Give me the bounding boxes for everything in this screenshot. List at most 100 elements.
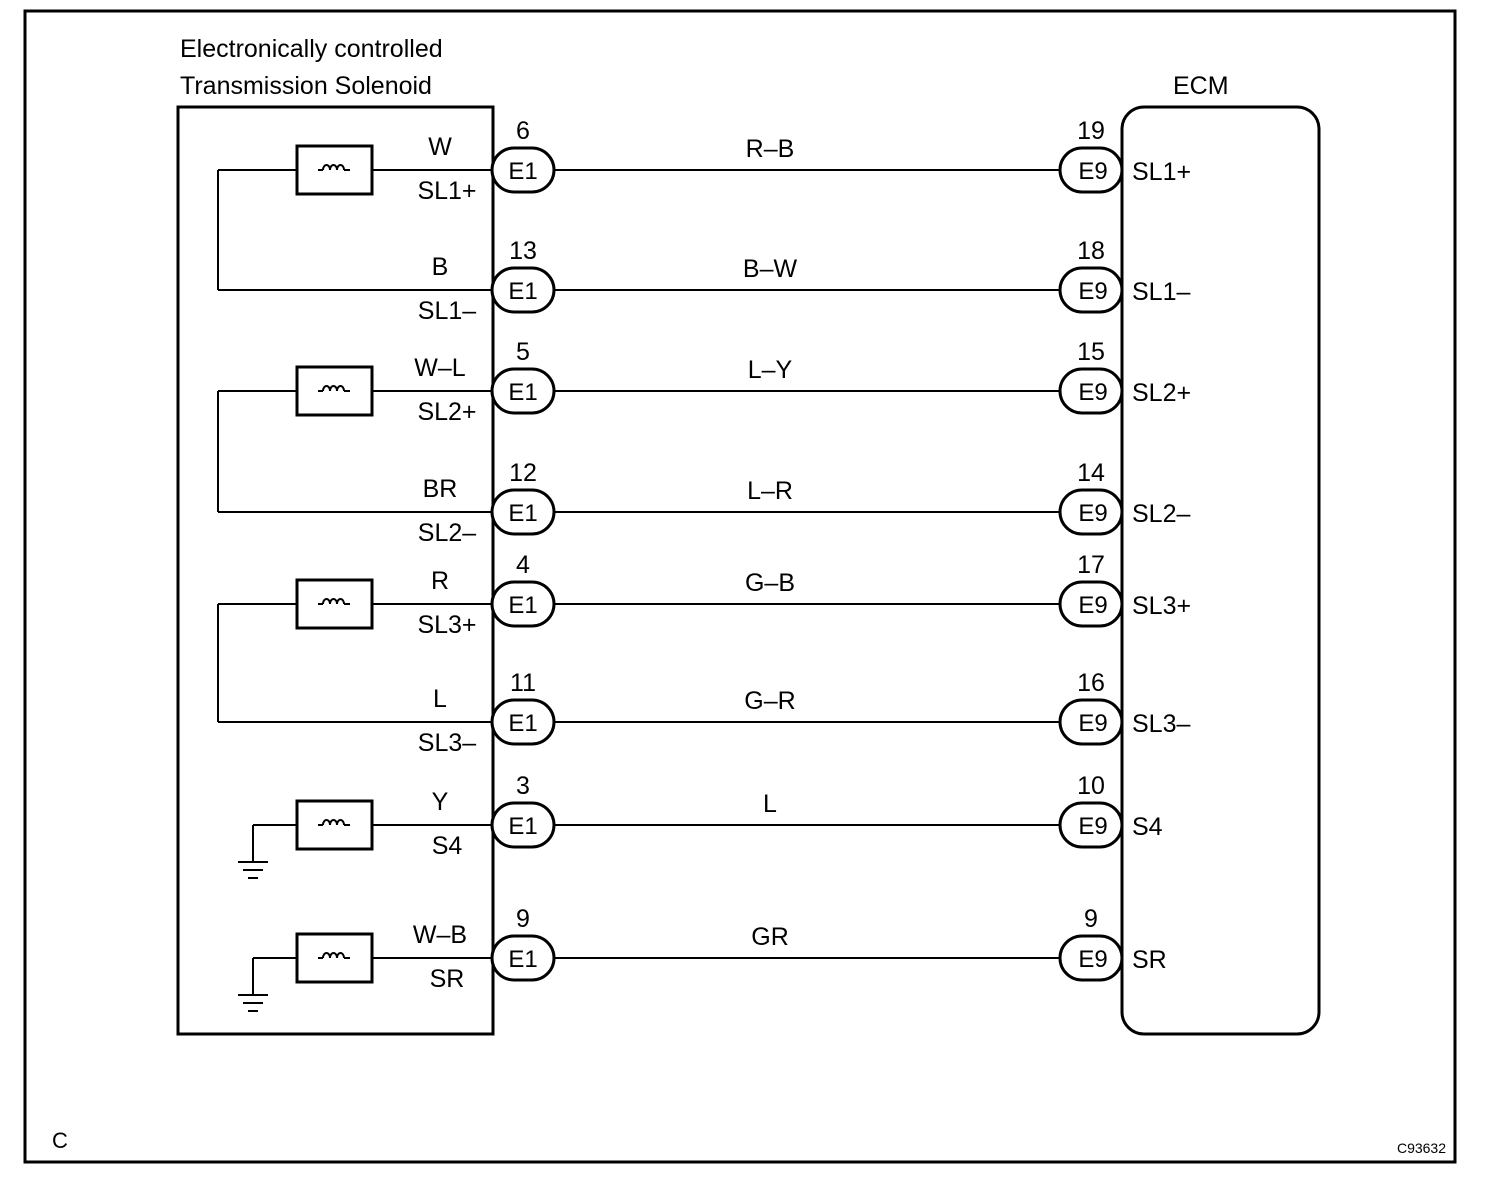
solenoid-signal-label: SL2–: [418, 519, 476, 547]
coil-winding-icon: [318, 819, 350, 826]
ecm-signal-label: SL1–: [1132, 278, 1190, 306]
solenoid-signal-label: SL1+: [417, 177, 476, 205]
connector-e9: [1058, 146, 1124, 194]
ecm-signal-label: SR: [1132, 946, 1167, 974]
pin-number-right: 16: [1077, 669, 1105, 697]
pin-number-right: 19: [1077, 117, 1105, 145]
coil-winding-icon: [318, 598, 350, 605]
connector-e9-label: E9: [1078, 500, 1107, 527]
harness-color-label: G–R: [744, 687, 795, 715]
wire-color-label: BR: [423, 475, 458, 503]
solenoid-coil: [295, 144, 374, 196]
solenoid-signal-label: SL3–: [418, 729, 476, 757]
connector-e1: [490, 367, 556, 415]
outer-frame: [23, 9, 1457, 1164]
connector-e1: [490, 934, 556, 982]
connector-e9: [1058, 698, 1124, 746]
pin-number-left: 5: [516, 338, 530, 366]
connector-e1-label: E1: [508, 946, 537, 973]
solenoid-coil: [295, 799, 374, 851]
ecm-signal-label: SL2–: [1132, 500, 1190, 528]
pin-number-right: 10: [1077, 772, 1105, 800]
coil-winding-icon: [318, 164, 350, 171]
pin-number-left: 4: [516, 551, 530, 579]
pin-number-left: 13: [509, 237, 537, 265]
connector-e9-label: E9: [1078, 592, 1107, 619]
connector-e9-label: E9: [1078, 379, 1107, 406]
connector-e9-label: E9: [1078, 278, 1107, 305]
wire-color-label: R: [431, 567, 449, 595]
solenoid-signal-label: SL2+: [417, 398, 476, 426]
ecm-signal-label: SL3+: [1132, 592, 1191, 620]
coil-winding-icon: [318, 952, 350, 959]
ecm-signal-label: SL2+: [1132, 379, 1191, 407]
pin-number-right: 9: [1084, 905, 1098, 933]
connector-e1-label: E1: [508, 278, 537, 305]
harness-color-label: GR: [751, 923, 789, 951]
connector-e1-label: E1: [508, 500, 537, 527]
wire-color-label: L: [433, 685, 447, 713]
connector-e9-label: E9: [1078, 710, 1107, 737]
solenoid-signal-label: S4: [432, 832, 463, 860]
ecm-title: ECM: [1173, 72, 1229, 100]
connector-e9-label: E9: [1078, 946, 1107, 973]
connector-e1-label: E1: [508, 710, 537, 737]
pin-number-right: 14: [1077, 459, 1105, 487]
connector-e1: [490, 698, 556, 746]
connector-e1-label: E1: [508, 813, 537, 840]
figure-code: C93632: [1397, 1140, 1446, 1156]
solenoid-coil: [295, 578, 374, 630]
corner-letter: C: [52, 1128, 68, 1153]
solenoid-signal-label: SL1–: [418, 297, 476, 325]
harness-color-label: L–Y: [748, 356, 793, 384]
pin-number-right: 15: [1077, 338, 1105, 366]
connector-e9-label: E9: [1078, 813, 1107, 840]
harness-color-label: L: [763, 790, 777, 818]
connector-e9: [1058, 801, 1124, 849]
wire-color-label: W: [428, 133, 452, 161]
solenoid-coil: [295, 365, 374, 417]
connector-e9: [1058, 266, 1124, 314]
connector-e1-label: E1: [508, 379, 537, 406]
connector-e1: [490, 266, 556, 314]
harness-color-label: L–R: [747, 477, 793, 505]
connector-e9: [1058, 488, 1124, 536]
connector-e1-label: E1: [508, 158, 537, 185]
solenoid-box: [176, 105, 495, 1036]
harness-color-label: B–W: [743, 255, 798, 283]
harness-color-label: G–B: [745, 569, 795, 597]
ecm-signal-label: S4: [1132, 813, 1163, 841]
wire-color-label: W–L: [414, 354, 466, 382]
solenoid-title-line1: Electronically controlled: [180, 35, 443, 63]
solenoid-title-line2: Transmission Solenoid: [180, 72, 432, 100]
wire-color-label: W–B: [413, 921, 467, 949]
connector-e1: [490, 580, 556, 628]
connector-e1-label: E1: [508, 592, 537, 619]
harness-color-label: R–B: [746, 135, 795, 163]
pin-number-right: 18: [1077, 237, 1105, 265]
wire-color-label: B: [432, 253, 449, 281]
connector-e1: [490, 146, 556, 194]
coil-winding-icon: [318, 385, 350, 392]
wire-color-label: Y: [432, 788, 449, 816]
connector-e9: [1058, 580, 1124, 628]
pin-number-left: 6: [516, 117, 530, 145]
connector-e1: [490, 801, 556, 849]
connector-e1: [490, 488, 556, 536]
solenoid-coil: [295, 932, 374, 984]
solenoid-signal-label: SL3+: [417, 611, 476, 639]
ecm-signal-label: SL3–: [1132, 710, 1190, 738]
ecm-signal-label: SL1+: [1132, 158, 1191, 186]
pin-number-left: 11: [510, 669, 536, 697]
connector-e9-label: E9: [1078, 158, 1107, 185]
pin-number-right: 17: [1077, 551, 1105, 579]
connector-e9: [1058, 934, 1124, 982]
solenoid-signal-label: SR: [430, 965, 465, 993]
pin-number-left: 3: [516, 772, 530, 800]
pin-number-left: 12: [509, 459, 537, 487]
pin-number-left: 9: [516, 905, 530, 933]
ecm-box: [1120, 105, 1321, 1036]
